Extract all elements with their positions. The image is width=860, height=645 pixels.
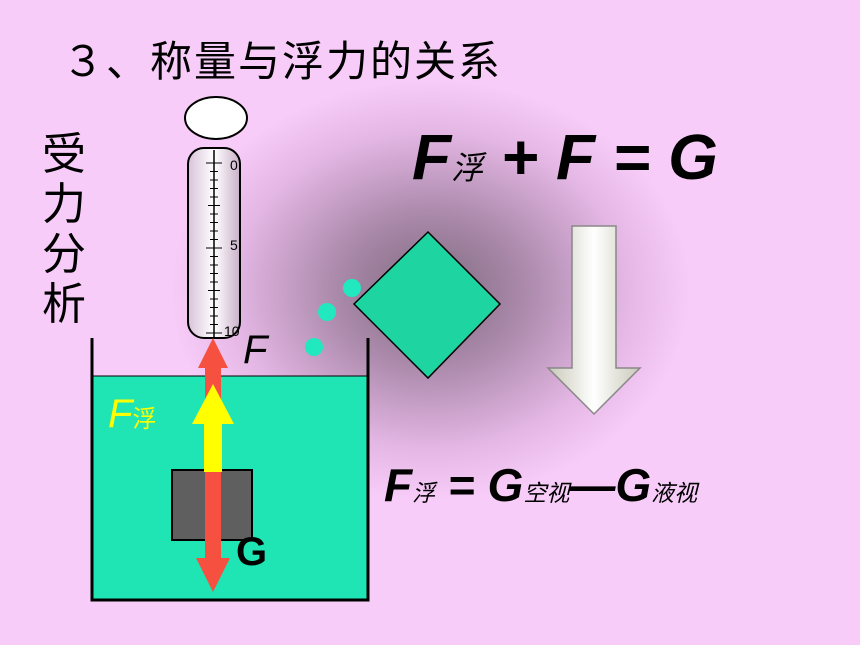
formula-sum: F浮 + F = G — [412, 121, 718, 193]
side-label-char-4: 析 — [42, 279, 86, 330]
side-label-char-2: 力 — [42, 179, 86, 230]
scale-tick-label-5: 5 — [230, 237, 238, 253]
down-arrow — [546, 225, 642, 416]
scale-ring — [184, 96, 248, 140]
diamond-shape — [352, 230, 502, 380]
side-label-char-3: 分 — [42, 229, 86, 280]
slide-title: ３、称量与浮力的关系 — [62, 37, 503, 86]
bubble-3 — [305, 338, 323, 356]
scale-tick-label-0: 0 — [230, 157, 238, 173]
label-buoyancy: F浮 — [108, 392, 157, 436]
scale-tick-label-10: 10 — [224, 323, 240, 339]
red-arrow-up-head — [198, 338, 228, 368]
formula-buoyancy: F浮 = G空视—G液视 — [384, 459, 698, 511]
scale-ticks — [206, 162, 222, 334]
buoyancy-arrow-head — [192, 384, 234, 424]
red-arrow-down-head — [196, 558, 230, 592]
spring-scale: 0 5 10 — [184, 96, 248, 339]
side-label-char-1: 受 — [42, 129, 86, 180]
buoyancy-arrow-shaft — [204, 420, 222, 472]
container — [90, 338, 370, 602]
label-force-f: F — [243, 328, 268, 372]
label-gravity-g: G — [236, 530, 268, 574]
force-analysis-label: 受 力 分 析 — [42, 130, 98, 330]
bubble-1 — [343, 279, 361, 297]
bubble-2 — [318, 303, 336, 321]
